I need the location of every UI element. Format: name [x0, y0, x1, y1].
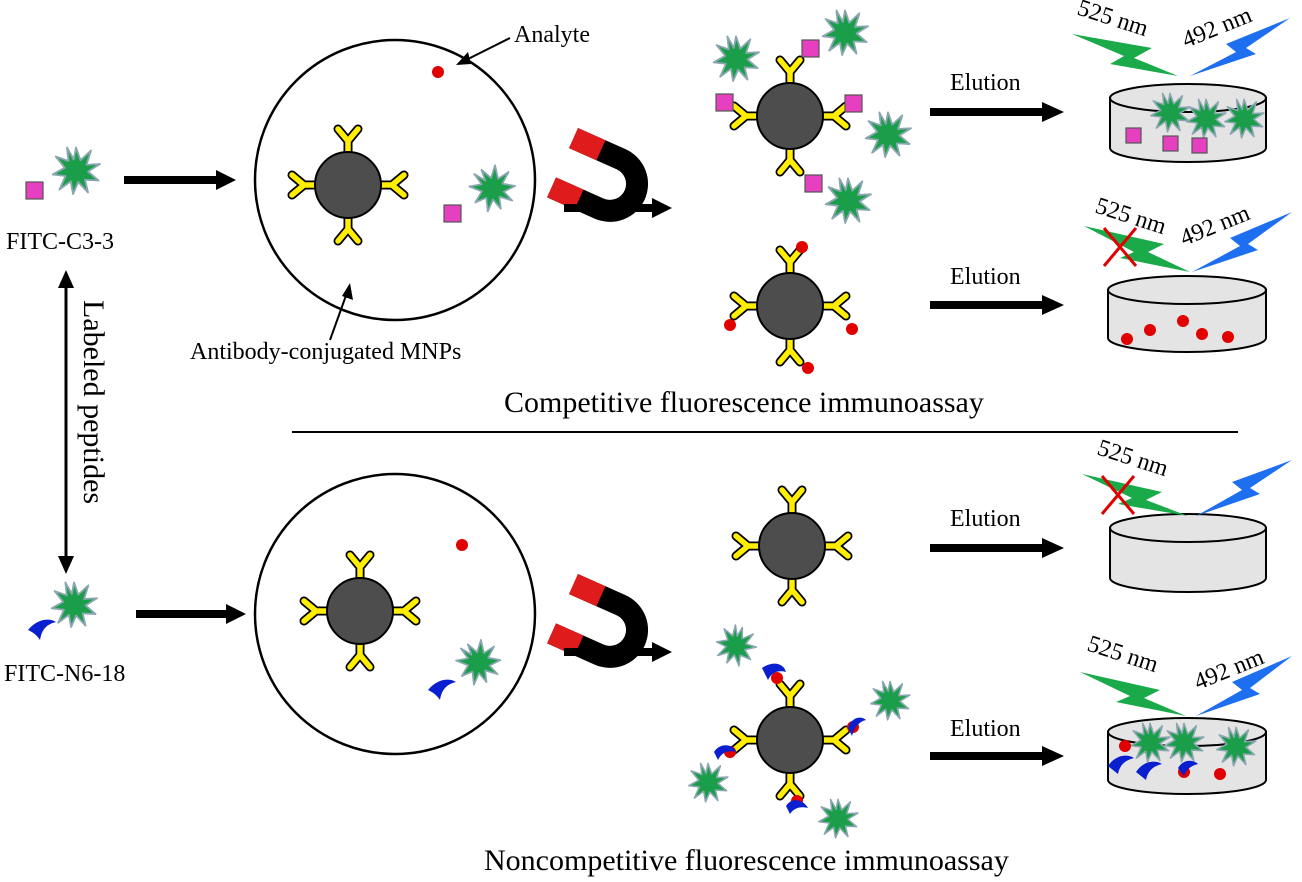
elution-label-3: Elution: [950, 506, 1021, 532]
mnp-pointer: [329, 283, 353, 341]
analyte-label: Analyte: [514, 22, 590, 48]
analyte-pointer: [456, 37, 511, 65]
mnp-bead-bottom: [304, 555, 416, 667]
well-dish-icon-2: [1107, 275, 1267, 353]
excitation-emission-2: [1084, 212, 1292, 272]
excitation-emission-3: [1082, 460, 1292, 516]
fitc-c3-3-icon: [25, 146, 101, 200]
fitc-peptide-free-bottom: [428, 632, 509, 700]
analyte-dot: [432, 66, 444, 78]
well-dish-icon-4: [1107, 717, 1267, 795]
fitc-peptide-free: [443, 157, 524, 223]
wavelength-emission-4: 525 nm: [1084, 631, 1161, 678]
elution-arrow-2: [930, 295, 1064, 315]
elution-arrow-4: [930, 746, 1064, 766]
elution-label-4: Elution: [950, 716, 1021, 742]
arrow-to-circle-2: [136, 604, 246, 624]
elution-arrow-1: [930, 102, 1064, 122]
result-bead-2: [724, 241, 858, 374]
mnps-label: Antibody-conjugated MNPs: [190, 339, 461, 365]
well-dish-icon-1: [1109, 83, 1267, 163]
fitc-n6-18-icon: [28, 581, 98, 640]
elution-label-1: Elution: [950, 70, 1021, 96]
noncompetitive-title: Noncompetitive fluorescence immunoassay: [484, 844, 1009, 877]
analyte-dot-bottom: [456, 539, 468, 551]
magnet-icon-2: [547, 574, 661, 681]
excitation-emission-4: [1080, 656, 1292, 716]
well-dish-icon-3: [1109, 513, 1267, 593]
elution-arrow-3: [930, 538, 1064, 558]
excitation-emission-1: [1072, 18, 1290, 76]
result-bead-3: [736, 490, 848, 602]
wavelength-emission-1: 525 nm: [1074, 0, 1151, 42]
reaction-circle-top: [253, 38, 537, 322]
double-arrow-icon: [58, 270, 74, 574]
elution-label-2: Elution: [950, 264, 1021, 290]
competitive-title: Competitive fluorescence immunoassay: [504, 386, 984, 419]
peptide-1-label: FITC-C3-3: [6, 229, 114, 255]
magnet-icon: [547, 128, 661, 235]
arrow-magnet-2: [564, 642, 672, 662]
result-bead-4: [688, 620, 911, 839]
arrow-to-circle-1: [124, 170, 236, 190]
wavelength-excitation-4: 492 nm: [1191, 644, 1268, 695]
reaction-circle-bottom: [253, 472, 537, 756]
peptide-2-label: FITC-N6-18: [4, 661, 125, 687]
result-bead-1: [712, 9, 912, 224]
labeled-peptides-label: Labeled peptides: [77, 300, 110, 504]
mnp-bead-top: [292, 129, 404, 241]
arrow-magnet-1: [564, 198, 672, 218]
